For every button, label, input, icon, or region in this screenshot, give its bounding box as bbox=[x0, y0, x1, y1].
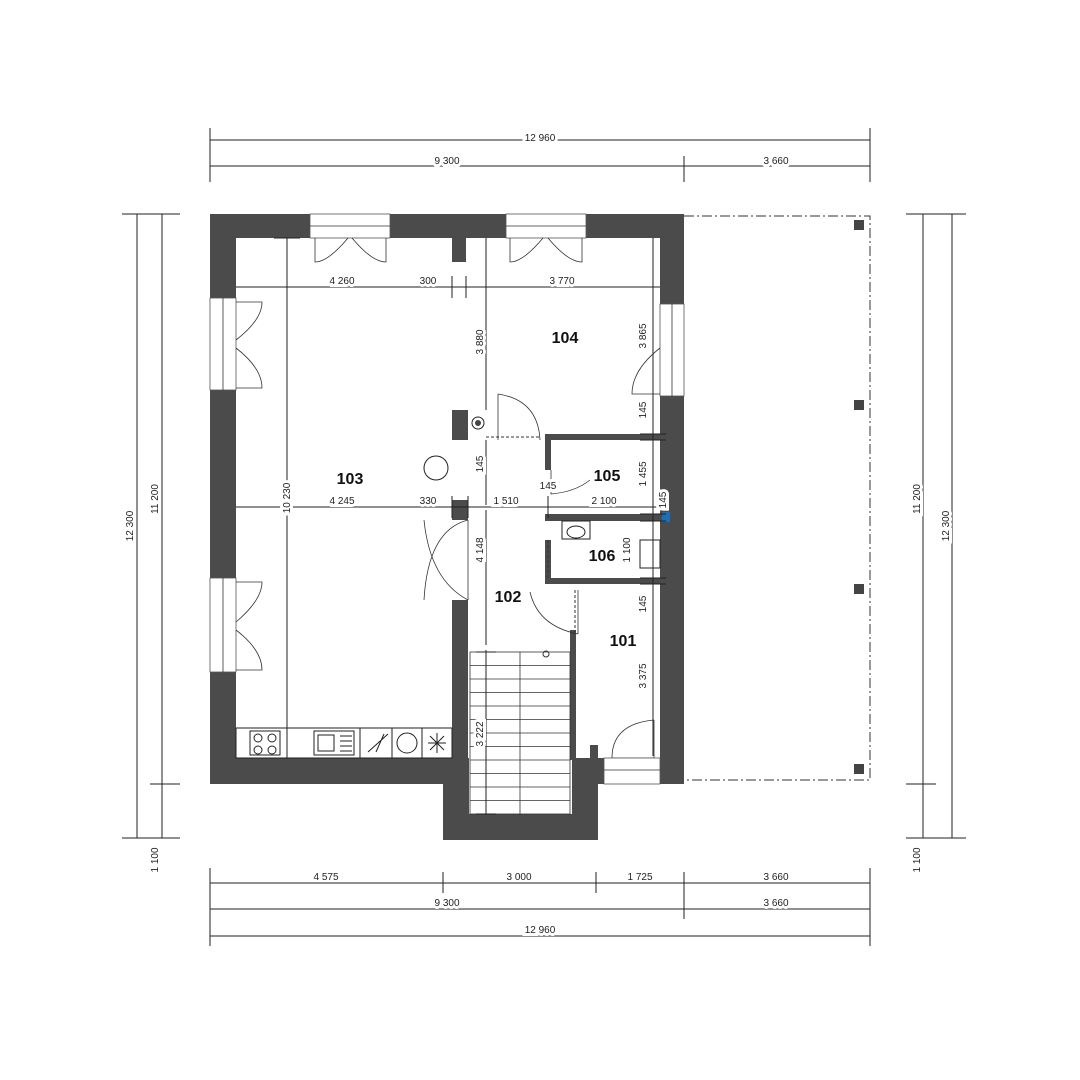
dimension-labels: 12 960 9 300 3 660 4 575 3 000 1 725 3 6… bbox=[122, 130, 955, 939]
dim-4245: 4 245 bbox=[329, 496, 354, 507]
cooktop-icon bbox=[249, 730, 281, 756]
toilet-icon bbox=[639, 539, 661, 569]
dim-3375: 3 375 bbox=[638, 663, 649, 688]
dim-145c: 145 bbox=[540, 481, 557, 492]
dim-4260: 4 260 bbox=[329, 276, 354, 287]
dim-bottom-terrace: 3 660 bbox=[763, 898, 788, 909]
wall-partition-cap bbox=[452, 410, 468, 416]
post-icon bbox=[854, 220, 864, 230]
wall-105-top bbox=[545, 434, 665, 440]
dim-3222: 3 222 bbox=[475, 721, 486, 746]
dim-1510: 1 510 bbox=[493, 496, 518, 507]
walls bbox=[210, 214, 684, 840]
swing-top-2b bbox=[547, 237, 583, 263]
dim-left-overall: 12 300 bbox=[125, 510, 136, 541]
wall-106-bottom bbox=[545, 578, 665, 584]
dim-right-extension: 1 100 bbox=[912, 847, 923, 872]
dim-3865: 3 865 bbox=[638, 323, 649, 348]
dim-bottom-seg3: 1 725 bbox=[627, 872, 652, 883]
dim-bottom-main: 9 300 bbox=[434, 898, 459, 909]
wall-105-left bbox=[545, 434, 551, 470]
dim-right-overall: 12 300 bbox=[941, 510, 952, 541]
windows bbox=[209, 213, 685, 673]
room-labels: 104 103 105 106 102 101 bbox=[337, 330, 637, 650]
dim-bottom-seg1: 4 575 bbox=[313, 872, 338, 883]
wall-partition-a bbox=[452, 410, 468, 440]
stairs bbox=[469, 650, 571, 815]
dim-left-main: 11 200 bbox=[150, 484, 161, 514]
swing-door-entrance bbox=[611, 719, 655, 759]
wall-105-106 bbox=[545, 514, 665, 521]
wall-stub-top bbox=[452, 238, 466, 262]
dim-3770: 3 770 bbox=[549, 276, 574, 287]
swing-left-1a bbox=[235, 301, 263, 341]
marker-icon bbox=[662, 512, 670, 522]
room-label-103: 103 bbox=[337, 471, 364, 488]
dim-bottom-overall: 12 960 bbox=[525, 925, 556, 936]
swing-door-103 bbox=[423, 519, 469, 601]
wall-partition-c bbox=[452, 600, 468, 758]
dim-1455: 1 455 bbox=[638, 461, 649, 486]
dishwasher-icon bbox=[367, 733, 389, 753]
swing-right bbox=[631, 347, 661, 395]
dim-1100: 1 100 bbox=[622, 537, 633, 562]
swing-door-104 bbox=[497, 393, 541, 441]
wall-partition-b bbox=[452, 500, 468, 520]
boiler-icon bbox=[471, 416, 485, 430]
post-icon bbox=[854, 584, 864, 594]
dim-330: 330 bbox=[420, 496, 437, 507]
swing-left-2b bbox=[235, 629, 263, 671]
swing-top-2a bbox=[509, 237, 544, 263]
dim-bottom-seg2: 3 000 bbox=[506, 872, 531, 883]
dim-top-main: 9 300 bbox=[434, 156, 459, 167]
kitchen-counter bbox=[235, 727, 453, 759]
terrace-outline bbox=[684, 215, 871, 781]
terrace bbox=[684, 215, 871, 781]
swing-left-2a bbox=[235, 581, 263, 623]
post-icon bbox=[854, 764, 864, 774]
dim-3880: 3 880 bbox=[475, 329, 486, 354]
dim-bottom-seg4: 3 660 bbox=[763, 872, 788, 883]
washbasin-icon bbox=[561, 520, 591, 540]
dim-10230: 10 230 bbox=[282, 482, 293, 513]
fixtures bbox=[235, 416, 670, 759]
dim-145b: 145 bbox=[475, 455, 486, 472]
dim-145e: 145 bbox=[638, 595, 649, 612]
swing-door-105 bbox=[550, 470, 591, 495]
dim-4148: 4 148 bbox=[475, 537, 486, 562]
swing-top-1b bbox=[351, 237, 387, 263]
room-label-104: 104 bbox=[552, 330, 579, 347]
swing-top-1a bbox=[314, 237, 349, 263]
wall-stair-bottom bbox=[443, 814, 598, 840]
sink-icon bbox=[313, 730, 355, 756]
room-label-106: 106 bbox=[589, 548, 616, 565]
stair-start-icon bbox=[542, 650, 550, 658]
wall-stair-inner bbox=[570, 630, 576, 760]
post-icon bbox=[854, 400, 864, 410]
doors bbox=[235, 237, 661, 785]
column-icon bbox=[423, 455, 449, 481]
dim-top-overall: 12 960 bbox=[525, 133, 556, 144]
swing-door-102 bbox=[529, 591, 579, 635]
wall-pillar bbox=[590, 745, 598, 758]
washer-icon bbox=[396, 732, 418, 754]
dim-300: 300 bbox=[420, 276, 437, 287]
fridge-icon bbox=[428, 733, 446, 753]
room-label-105: 105 bbox=[594, 468, 621, 485]
swing-left-1b bbox=[235, 347, 263, 389]
dim-145d: 145 bbox=[658, 491, 669, 508]
dim-2100: 2 100 bbox=[591, 496, 616, 507]
dim-145a: 145 bbox=[638, 401, 649, 418]
dimension-lines bbox=[122, 128, 966, 946]
wall-bottom-left bbox=[210, 758, 468, 784]
room-label-101: 101 bbox=[610, 633, 637, 650]
wall-top bbox=[210, 214, 684, 238]
dim-right-main: 11 200 bbox=[912, 484, 923, 514]
dim-top-terrace: 3 660 bbox=[763, 156, 788, 167]
room-label-102: 102 bbox=[495, 589, 522, 606]
dim-left-extension: 1 100 bbox=[150, 847, 161, 872]
